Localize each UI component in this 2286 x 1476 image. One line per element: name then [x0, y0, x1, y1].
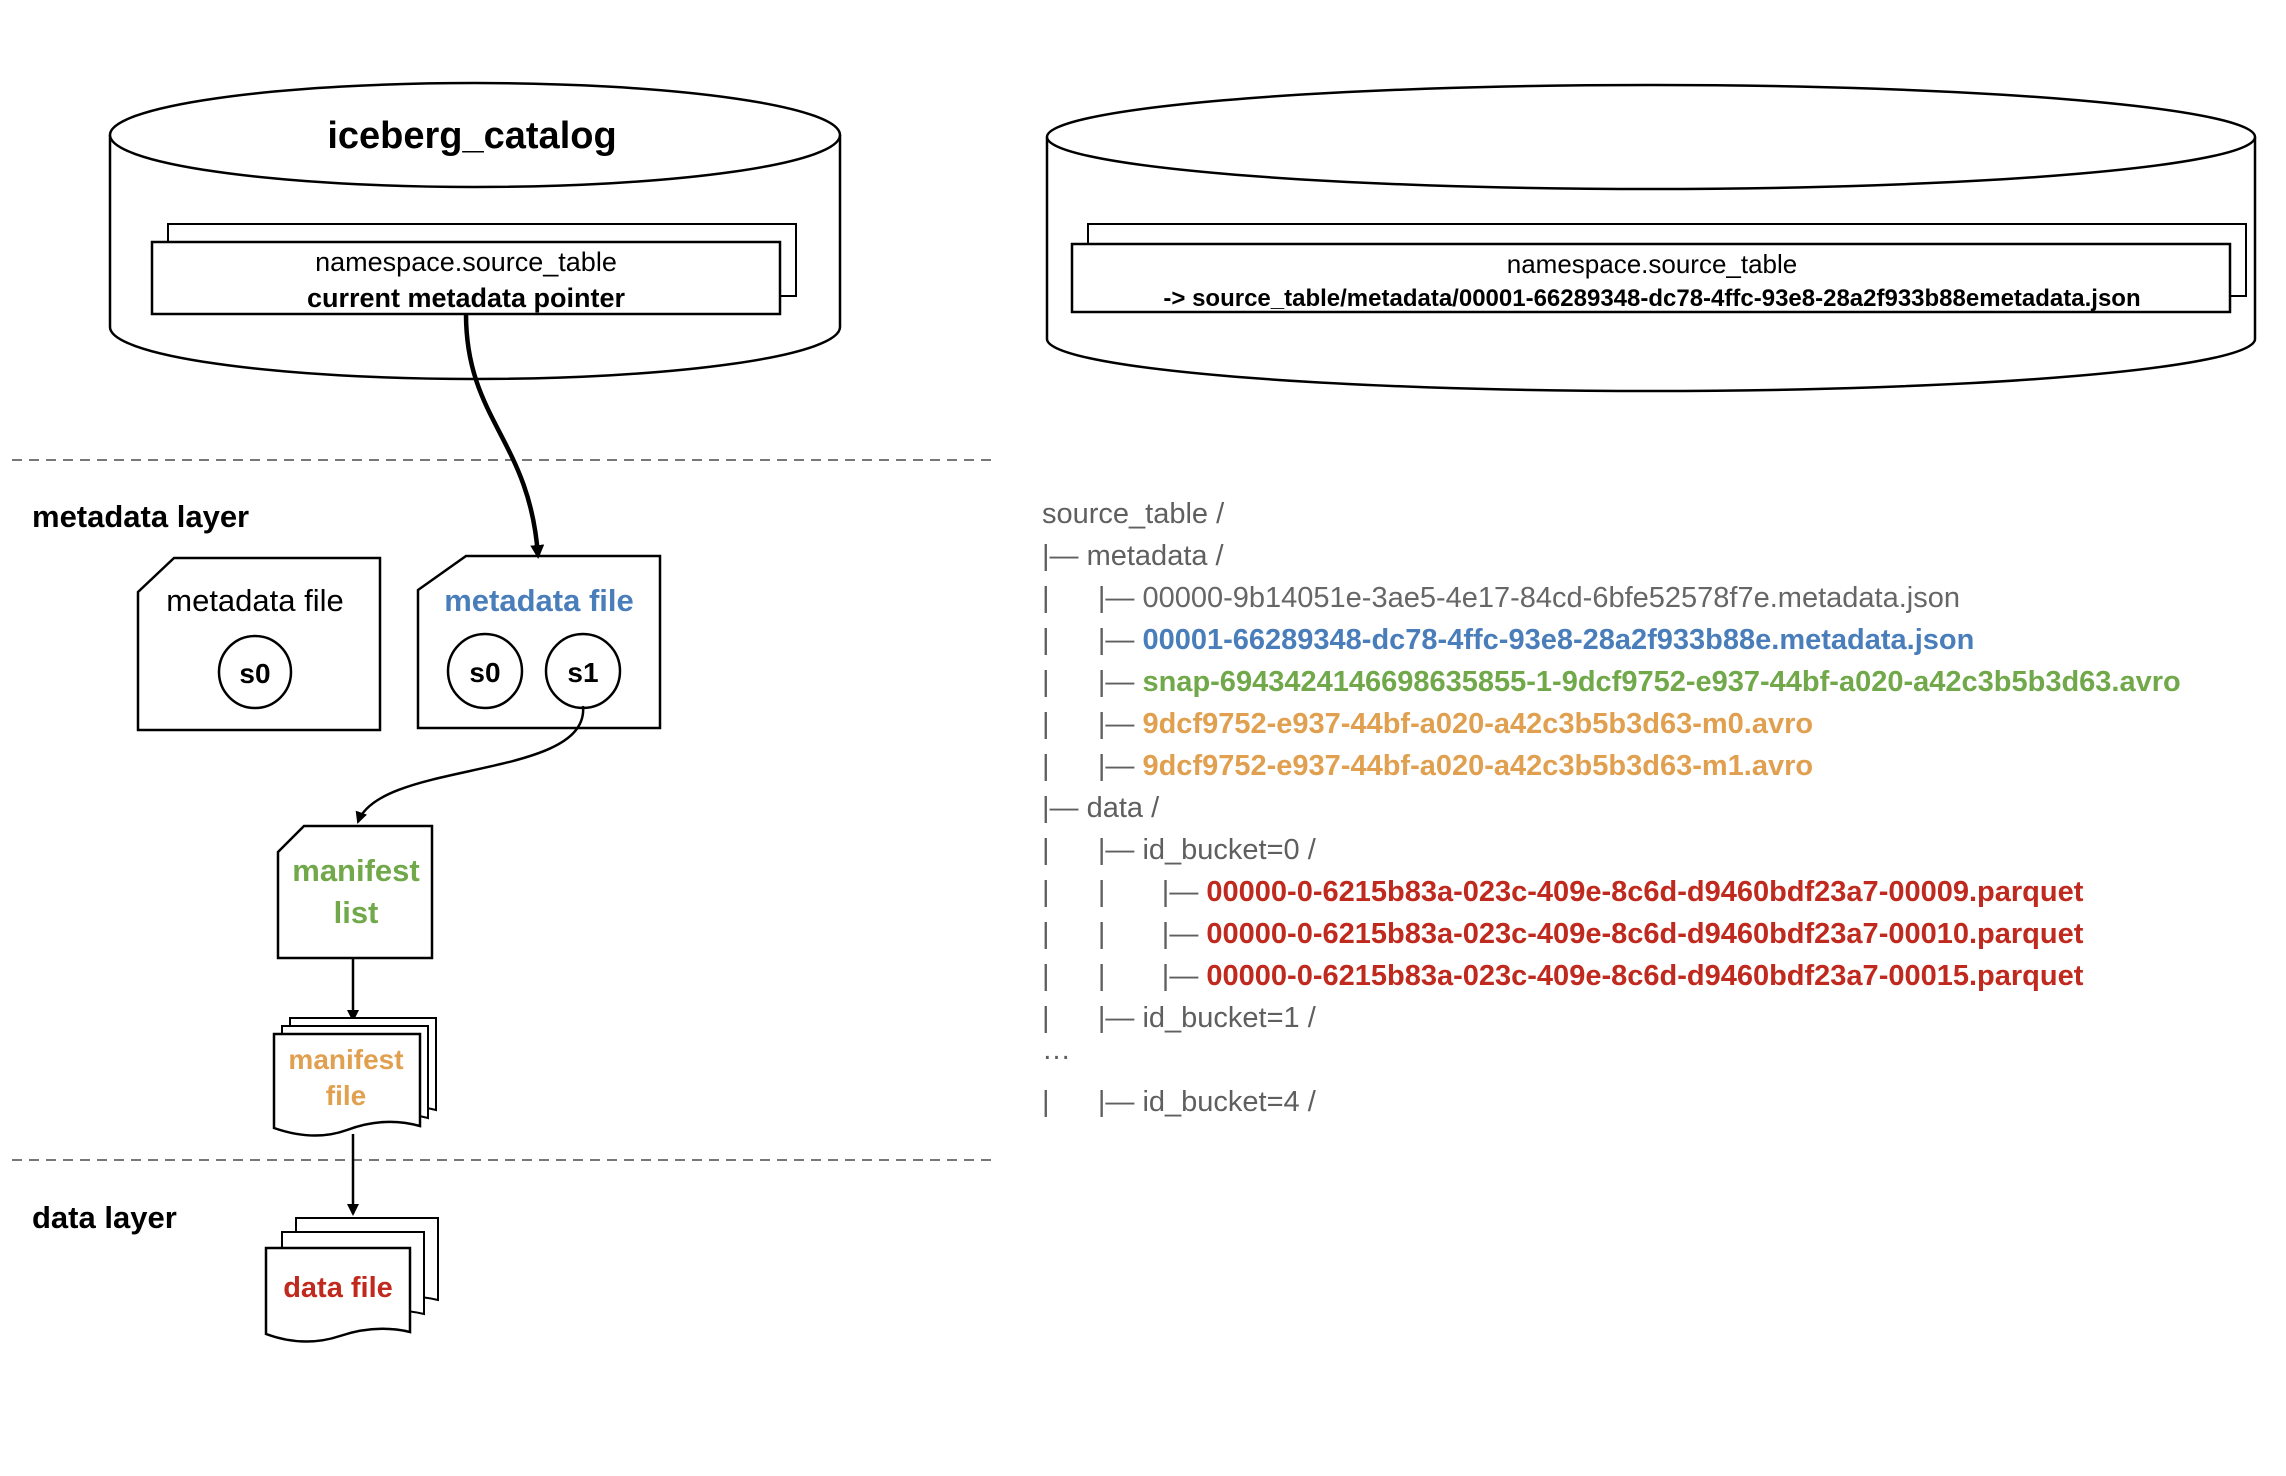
manifest-file-line2: file: [326, 1080, 366, 1111]
arrow-s1-to-manifest-list: [355, 705, 585, 824]
data-file: data file: [264, 1217, 439, 1343]
tree-prefix: | |— id_bucket=1 /: [1042, 1002, 1316, 1034]
catalog-cylinder-left: iceberg_catalog namespace.source_table c…: [108, 81, 842, 381]
tree-file-name: 00001-66289348-dc78-4ffc-93e8-28a2f933b8…: [1142, 624, 1975, 656]
metadata-file-old: metadata file s0: [136, 556, 382, 732]
tree-file-name: 00000-9b14051e-3ae5-4e17-84cd-6bfe52578f…: [1142, 582, 1960, 614]
tree-prefix: | |—: [1042, 582, 1143, 614]
tree-line: | |— 00001-66289348-dc78-4ffc-93e8-28a2f…: [1042, 623, 1974, 657]
tree-line: | | |— 00000-0-6215b83a-023c-409e-8c6d-d…: [1042, 875, 2083, 909]
tree-line: | |— snap-6943424146698635855-1-9dcf9752…: [1042, 665, 2181, 699]
tree-line: | |— 9dcf9752-e937-44bf-a020-a42c3b5b3d6…: [1042, 707, 1813, 741]
snapshot-s0-current: s0: [469, 657, 500, 688]
catalog-title: iceberg_catalog: [327, 115, 616, 157]
tree-prefix: | | |—: [1042, 876, 1207, 908]
tree-prefix: | |—: [1042, 666, 1143, 698]
manifest-file-line1: manifest: [288, 1044, 403, 1075]
tree-file-name: 9dcf9752-e937-44bf-a020-a42c3b5b3d63-m0.…: [1142, 708, 1814, 740]
manifest-list-line1: manifest: [292, 853, 419, 888]
tree-line: | |— 00000-9b14051e-3ae5-4e17-84cd-6bfe5…: [1042, 581, 1960, 615]
tree-prefix: | |—: [1042, 624, 1143, 656]
tree-line: |— metadata /: [1042, 539, 1224, 573]
snapshot-s1-current: s1: [567, 657, 598, 688]
tree-prefix: | | |—: [1042, 918, 1207, 950]
catalog-cylinder-right: namespace.source_table -> source_table/m…: [1045, 83, 2257, 393]
tree-prefix: | | |—: [1042, 960, 1207, 992]
tree-line: | |— id_bucket=0 /: [1042, 833, 1316, 867]
tree-file-name: snap-6943424146698635855-1-9dcf9752-e937…: [1142, 666, 2181, 698]
tree-line: |— data /: [1042, 791, 1159, 825]
tree-prefix: | |—: [1042, 708, 1143, 740]
tree-prefix: …: [1042, 1034, 1071, 1066]
metadata-file-current: metadata file s0 s1: [416, 554, 662, 730]
tree-line: | | |— 00000-0-6215b83a-023c-409e-8c6d-d…: [1042, 959, 2083, 993]
metadata-layer-label: metadata layer: [32, 499, 249, 534]
tree-file-name: 00000-0-6215b83a-023c-409e-8c6d-d9460bdf…: [1206, 960, 2084, 992]
right-entry-pointer: -> source_table/metadata/00001-66289348-…: [1163, 285, 2140, 312]
tree-prefix: | |— id_bucket=0 /: [1042, 834, 1316, 866]
tree-line: source_table /: [1042, 497, 1224, 531]
metadata-file-current-label: metadata file: [444, 583, 634, 618]
catalog-entry-pointer: current metadata pointer: [307, 283, 626, 313]
tree-prefix: |— metadata /: [1042, 540, 1224, 572]
manifest-list: manifest list: [276, 824, 434, 960]
tree-file-name: 00000-0-6215b83a-023c-409e-8c6d-d9460bdf…: [1206, 876, 2084, 908]
tree-line: | | |— 00000-0-6215b83a-023c-409e-8c6d-d…: [1042, 917, 2083, 951]
tree-file-name: 00000-0-6215b83a-023c-409e-8c6d-d9460bdf…: [1206, 918, 2084, 950]
manifest-file: manifest file: [272, 1017, 437, 1137]
tree-line: …: [1042, 1033, 1071, 1067]
metadata-file-old-label: metadata file: [166, 583, 344, 618]
right-entry-name: namespace.source_table: [1507, 249, 1798, 279]
tree-prefix: |— data /: [1042, 792, 1160, 824]
snapshot-s0-old: s0: [239, 658, 270, 689]
tree-prefix: | |— id_bucket=4 /: [1042, 1086, 1316, 1118]
data-file-label: data file: [283, 1272, 393, 1304]
tree-line: | |— id_bucket=4 /: [1042, 1085, 1316, 1119]
pointer-arrow: [463, 313, 545, 559]
tree-line: | |— 9dcf9752-e937-44bf-a020-a42c3b5b3d6…: [1042, 749, 1813, 783]
tree-file-name: 9dcf9752-e937-44bf-a020-a42c3b5b3d63-m1.…: [1142, 750, 1814, 782]
tree-prefix: source_table /: [1042, 498, 1225, 530]
manifest-list-line2: list: [334, 895, 379, 930]
tree-prefix: | |—: [1042, 750, 1143, 782]
data-layer-label: data layer: [32, 1200, 177, 1235]
tree-line: | |— id_bucket=1 /: [1042, 1001, 1316, 1035]
catalog-entry-name: namespace.source_table: [315, 247, 617, 277]
